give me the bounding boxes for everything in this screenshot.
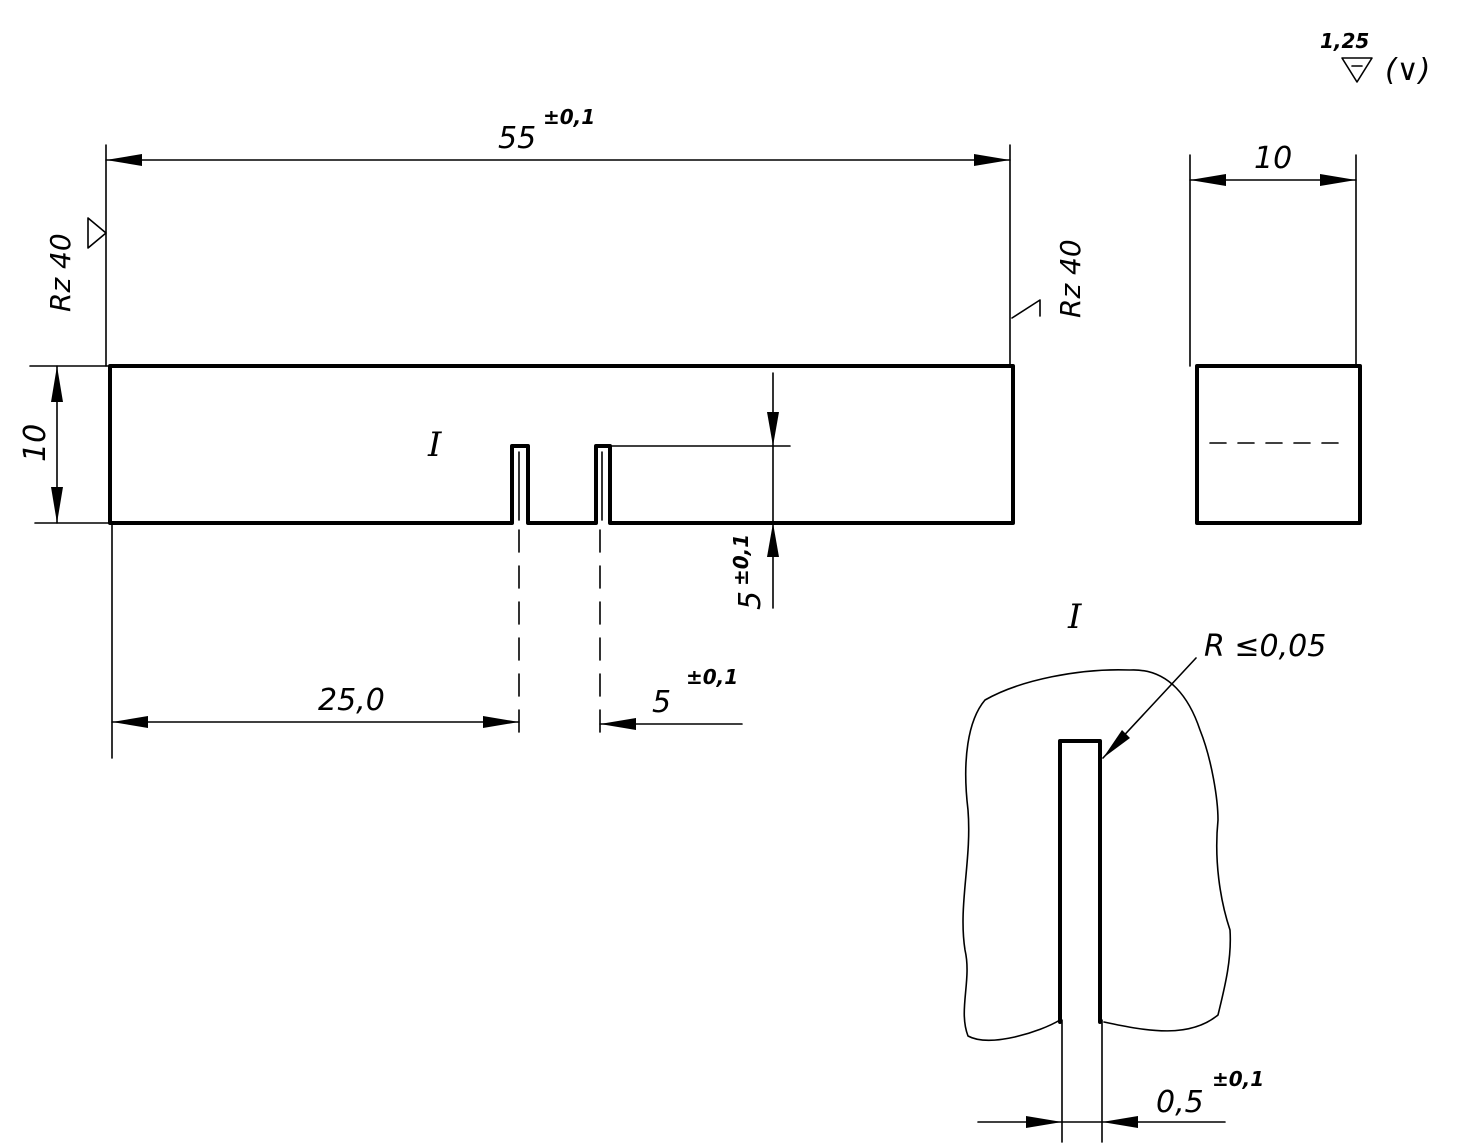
dim-notch-depth-value: 5 xyxy=(733,591,768,610)
arrow-length-right xyxy=(974,154,1010,166)
detail-label-main: I xyxy=(427,425,442,465)
roughness-right-symbol xyxy=(1011,299,1041,319)
arrow-notch-width-left xyxy=(1026,1116,1062,1128)
arrow-depth-top xyxy=(767,412,779,446)
dim-height-value: 10 xyxy=(18,424,53,462)
arrow-height-bottom xyxy=(51,487,63,523)
arrow-spacing xyxy=(600,718,636,730)
general-roughness: 1,25 (∨) xyxy=(1320,29,1430,88)
general-roughness-symbol xyxy=(1341,57,1373,83)
radius-arrow xyxy=(1103,730,1130,758)
arrow-depth-bottom xyxy=(767,523,779,557)
general-roughness-suffix: (∨) xyxy=(1385,53,1430,88)
detail-break-outline xyxy=(962,668,1232,1042)
main-view: 55 ±0,1 10 5 ±0,1 25,0 5 ±0,1 I Rz 40 xyxy=(18,105,1087,759)
arrow-notch-width-right xyxy=(1102,1116,1138,1128)
specimen-outline xyxy=(108,364,1015,525)
roughness-left: Rz 40 xyxy=(44,217,107,312)
roughness-right: Rz 40 xyxy=(1011,239,1087,319)
side-view: 10 xyxy=(1189,141,1362,525)
dim-width-value: 10 xyxy=(1254,141,1292,176)
arrow-height-top xyxy=(51,366,63,402)
arrow-width-left xyxy=(1190,174,1226,186)
detail-label-detail: I xyxy=(1067,597,1082,637)
dim-length-tolerance: ±0,1 xyxy=(543,105,595,129)
roughness-right-label: Rz 40 xyxy=(1054,239,1087,318)
dim-spacing-value: 5 xyxy=(652,685,671,720)
radius-value: R ≤0,05 xyxy=(1204,629,1326,664)
arrow-width-right xyxy=(1320,174,1356,186)
detail-notch xyxy=(1058,739,1102,1024)
dim-notch-width-value: 0,5 xyxy=(1156,1085,1204,1120)
arrow-position-right xyxy=(483,716,519,728)
roughness-left-symbol xyxy=(87,217,107,249)
general-roughness-value: 1,25 xyxy=(1320,29,1369,53)
detail-view: I 0,5 ±0,1 R ≤0,05 xyxy=(962,597,1326,1143)
dim-spacing-tolerance: ±0,1 xyxy=(686,665,738,689)
roughness-left-label: Rz 40 xyxy=(44,233,77,312)
arrow-length-left xyxy=(106,154,142,166)
dim-position-value: 25,0 xyxy=(318,683,385,718)
dim-notch-width-tolerance: ±0,1 xyxy=(1212,1067,1264,1091)
dim-notch-depth-tolerance: ±0,1 xyxy=(729,534,753,586)
side-outline xyxy=(1195,364,1362,525)
arrow-position-left xyxy=(112,716,148,728)
dim-length-value: 55 xyxy=(498,121,536,156)
